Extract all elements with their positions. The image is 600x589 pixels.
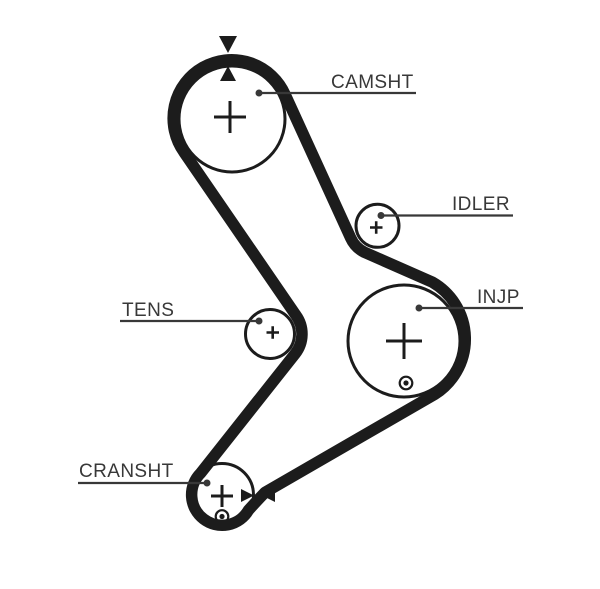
injection-pump-leader-dot [415, 304, 423, 312]
crankshaft-center-mark [211, 485, 233, 507]
idler-pulley [354, 202, 401, 249]
idler-label: IDLER [452, 194, 510, 215]
injection-pump-pivot-icon [398, 375, 414, 391]
camshaft-callout: CAMSHT [255, 72, 416, 97]
injection-pump-callout: INJP [415, 287, 523, 312]
camshaft-pulley [177, 64, 287, 174]
tensioner-callout: TENS [120, 300, 263, 325]
crankshaft-timing-mark-left-arrow-icon [262, 489, 275, 502]
injection-pump-label: INJP [477, 287, 520, 308]
tensioner-label: TENS [122, 300, 174, 321]
idler-center-mark [370, 221, 383, 234]
crankshaft-timing-mark-right-arrow-icon [241, 489, 254, 502]
tensioner-leader-dot [255, 317, 263, 325]
camshaft-label: CAMSHT [331, 72, 414, 93]
camshaft-pulley-circle [177, 64, 287, 174]
idler-callout: IDLER [377, 194, 513, 219]
injection-pump-center-mark [386, 323, 422, 359]
tensioner-pulley [244, 308, 296, 360]
timing-belt [167, 54, 472, 532]
crankshaft-leader-dot [203, 479, 211, 487]
idler-leader-dot [377, 212, 385, 219]
camshaft-timing-mark-up-arrow-icon [220, 66, 236, 81]
idler-pulley-circle [354, 202, 401, 249]
tensioner-center-mark [266, 326, 279, 339]
camshaft-timing-mark-down-arrow-icon [219, 36, 237, 53]
camshaft-leader-dot [255, 89, 263, 97]
tensioner-pulley-circle [244, 308, 296, 360]
camshaft-center-mark [214, 101, 246, 133]
crankshaft-callout: CRANSHT [78, 461, 211, 487]
crankshaft-label: CRANSHT [79, 461, 174, 482]
